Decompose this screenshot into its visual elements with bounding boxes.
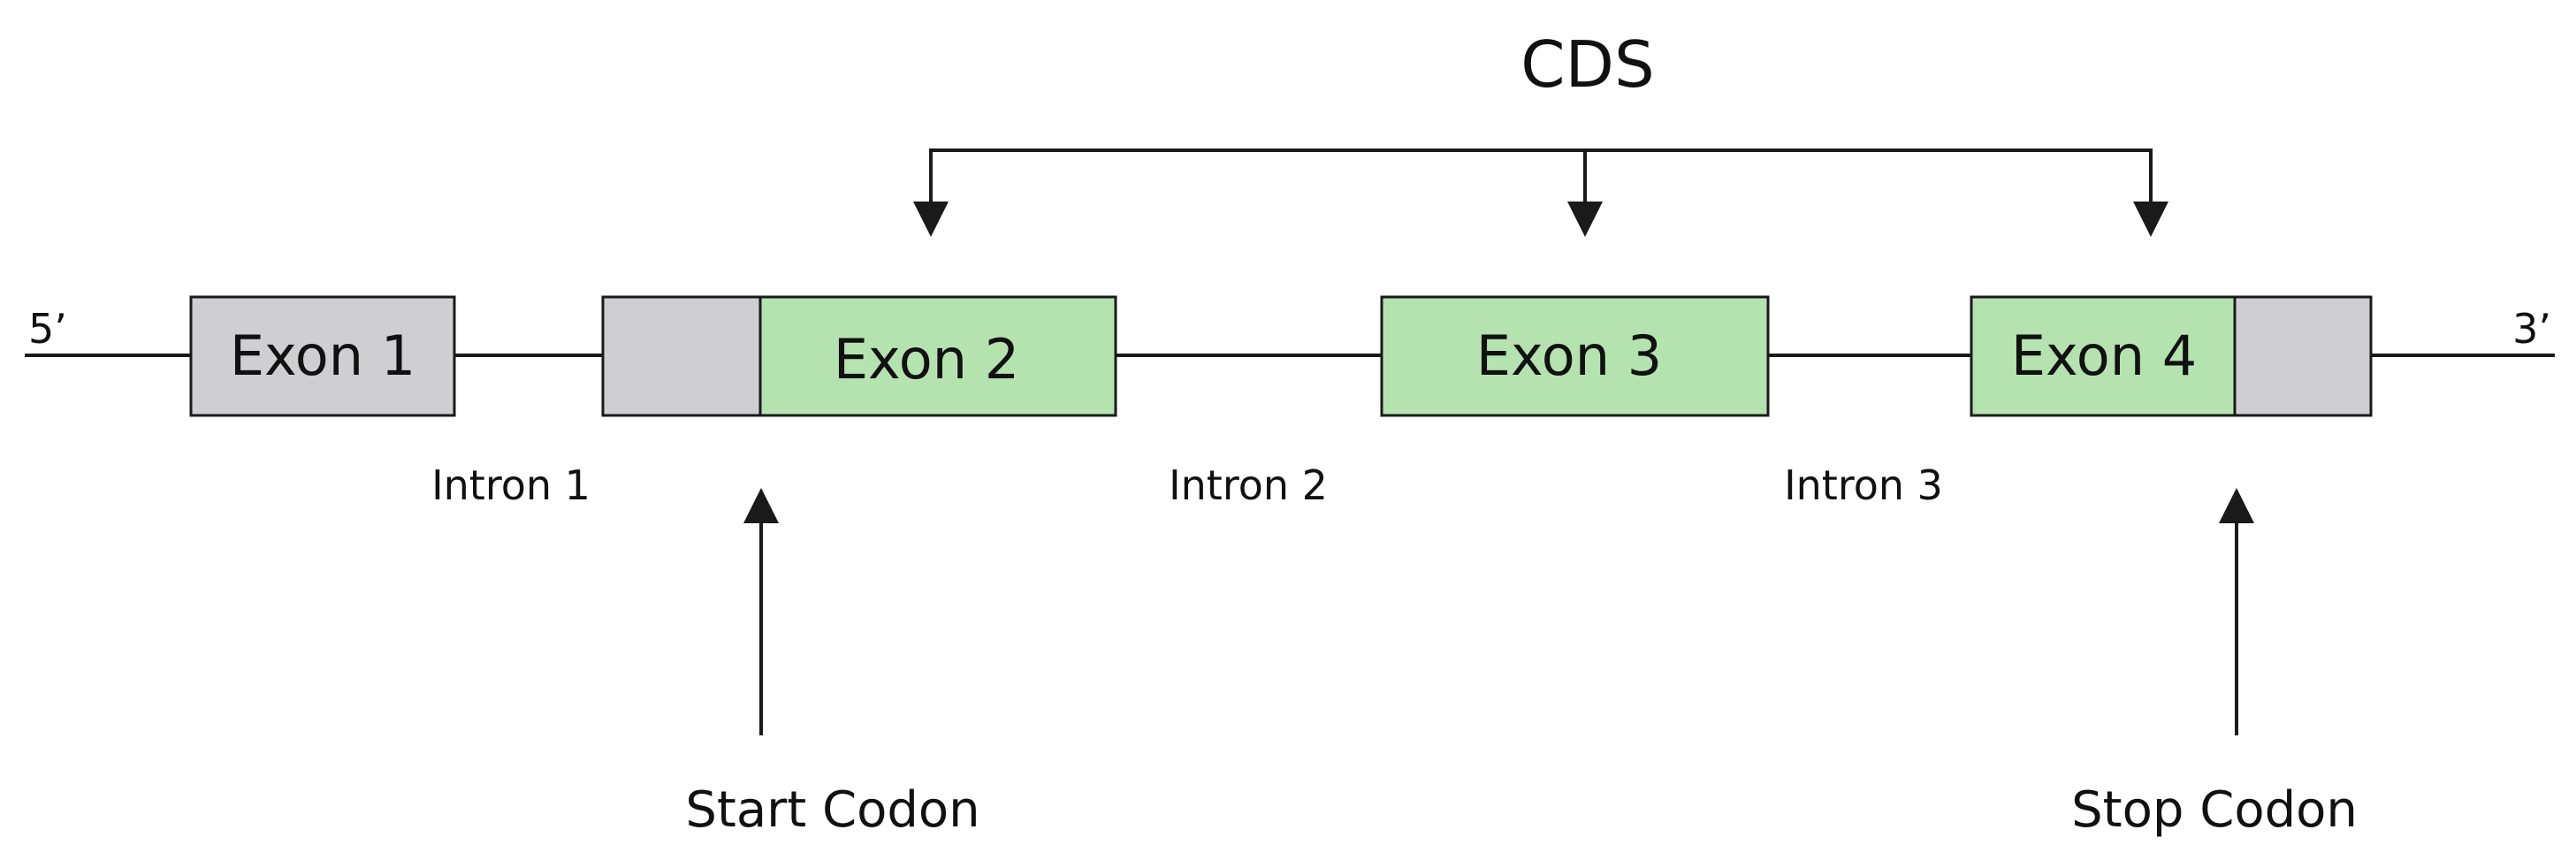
stop-codon-label: Stop Codon: [2071, 781, 2358, 839]
exon-2-utr-box: [601, 295, 762, 417]
exon-1-label: Exon 1: [230, 323, 415, 388]
exon-3-coding-box: [1380, 295, 1770, 417]
exon-2-coding-box: [758, 295, 1117, 417]
exon-3-label: Exon 3: [1476, 323, 1662, 388]
three-prime-label: 3’: [2512, 305, 2551, 353]
exon-1-utr-box: [189, 295, 456, 417]
exon-4-utr-box: [2233, 295, 2373, 417]
intron-2-label: Intron 2: [1169, 461, 1328, 509]
intron-1-label: Intron 1: [431, 461, 591, 509]
cds-title: CDS: [1520, 27, 1654, 102]
five-prime-label: 5’: [28, 305, 67, 353]
exon-2-label: Exon 2: [834, 327, 1019, 392]
intron-3-label: Intron 3: [1784, 461, 1943, 509]
exon-4-label: Exon 4: [2011, 323, 2197, 388]
start-codon-label: Start Codon: [685, 781, 979, 839]
